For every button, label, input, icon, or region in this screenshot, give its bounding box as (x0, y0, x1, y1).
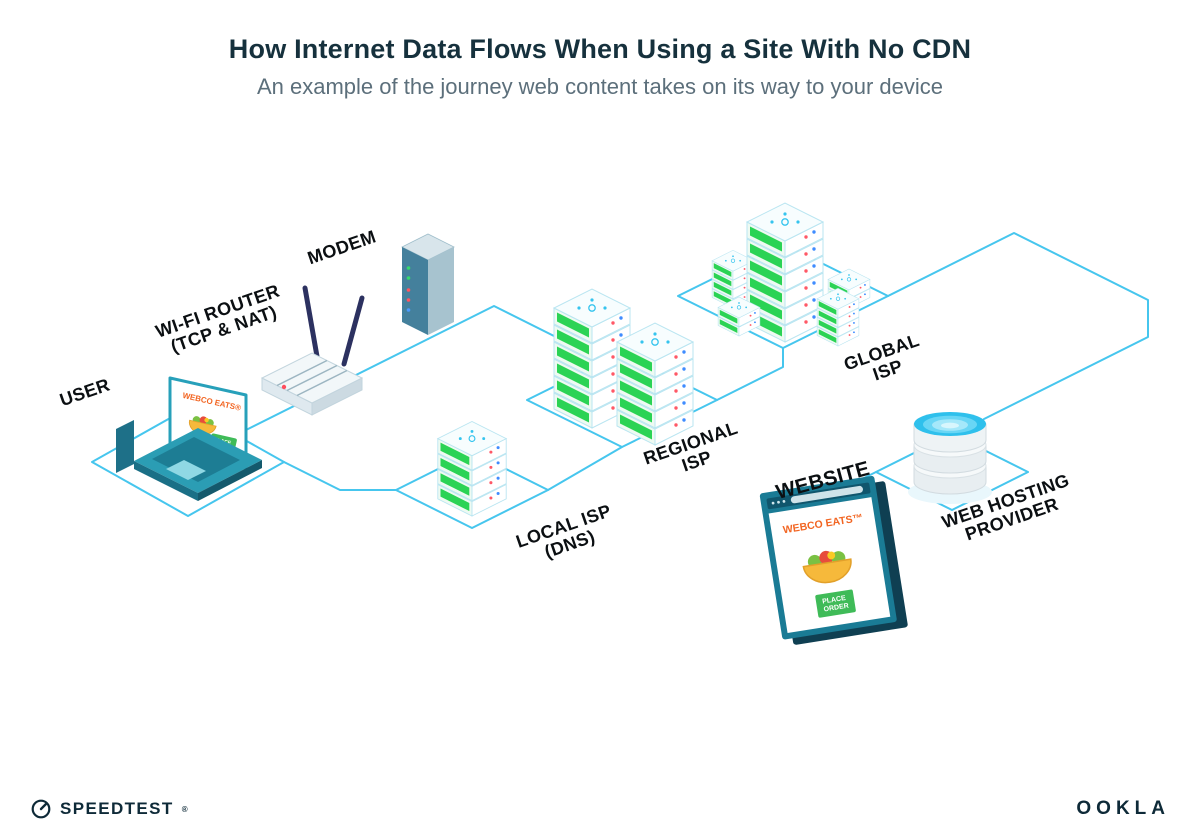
regional-isp-servers (554, 289, 693, 445)
local-isp-servers (438, 422, 506, 517)
user-local-line (283, 461, 397, 491)
regional-global-line (716, 347, 784, 401)
router-led (281, 384, 287, 390)
global-hosting-line (887, 232, 1149, 420)
laptop-illustration: WEBCO EATS® PLACE ORDER (116, 376, 262, 501)
speedtest-wordmark: SPEEDTEST (60, 799, 174, 818)
laptop-keyboard (152, 437, 240, 482)
local-regional-line (547, 446, 623, 491)
svg-text:PLACE ORDER: PLACE ORDER (822, 595, 850, 614)
speedtest-gauge-icon (31, 799, 51, 819)
hosting-water-top (914, 412, 986, 436)
laptop-trackpad (166, 460, 206, 480)
laptop-lid-back (116, 420, 134, 473)
router-antenna-right (341, 295, 365, 367)
registered-mark: ® (181, 804, 188, 814)
global-isp-servers (712, 203, 870, 346)
page-title: How Internet Data Flows When Using a Sit… (228, 34, 972, 64)
hosting-illustration (908, 412, 992, 504)
website-url-bar (790, 485, 864, 504)
header: How Internet Data Flows When Using a Sit… (0, 34, 1200, 100)
modem-led-lights (406, 266, 411, 312)
page-subtitle: An example of the journey web content ta… (256, 74, 944, 99)
website-order-button (815, 589, 856, 618)
website-illustration: WEBCO EATS™ PLACE ORDER (759, 475, 908, 645)
router-antenna-left (302, 285, 321, 365)
modem-illustration (401, 233, 455, 335)
ookla-logo: OOKLA (1076, 798, 1170, 819)
router-illustration (260, 285, 365, 416)
speedtest-logo: SPEEDTEST ® (30, 798, 188, 820)
